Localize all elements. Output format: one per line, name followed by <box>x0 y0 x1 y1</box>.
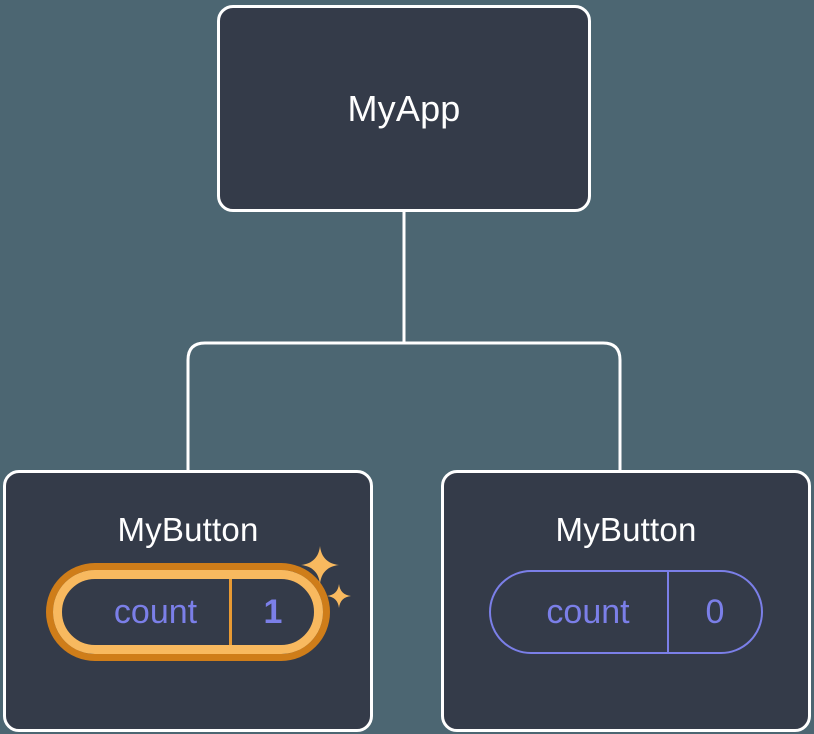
state-key: count <box>113 592 198 631</box>
state-pill-wrapper: count 1 <box>53 546 351 654</box>
node-mybutton-right[interactable]: MyButton count 0 <box>441 470 811 732</box>
node-title: MyButton <box>117 511 259 548</box>
connector-branch-bar <box>186 341 622 470</box>
state-pill-wrapper: count 0 <box>489 570 763 654</box>
sparkle-icon <box>327 584 351 608</box>
node-title: MyButton <box>555 511 697 548</box>
state-key: count <box>546 592 630 631</box>
node-myapp[interactable]: MyApp <box>217 5 591 212</box>
state-pill-highlighted[interactable]: count 1 <box>53 570 323 654</box>
state-value: 1 <box>229 579 314 645</box>
node-title: MyApp <box>347 87 461 129</box>
node-mybutton-left[interactable]: MyButton count 1 <box>3 470 373 732</box>
state-value: 0 <box>667 572 761 652</box>
sparkle-icon <box>301 546 339 584</box>
state-pill[interactable]: count 0 <box>489 570 763 654</box>
